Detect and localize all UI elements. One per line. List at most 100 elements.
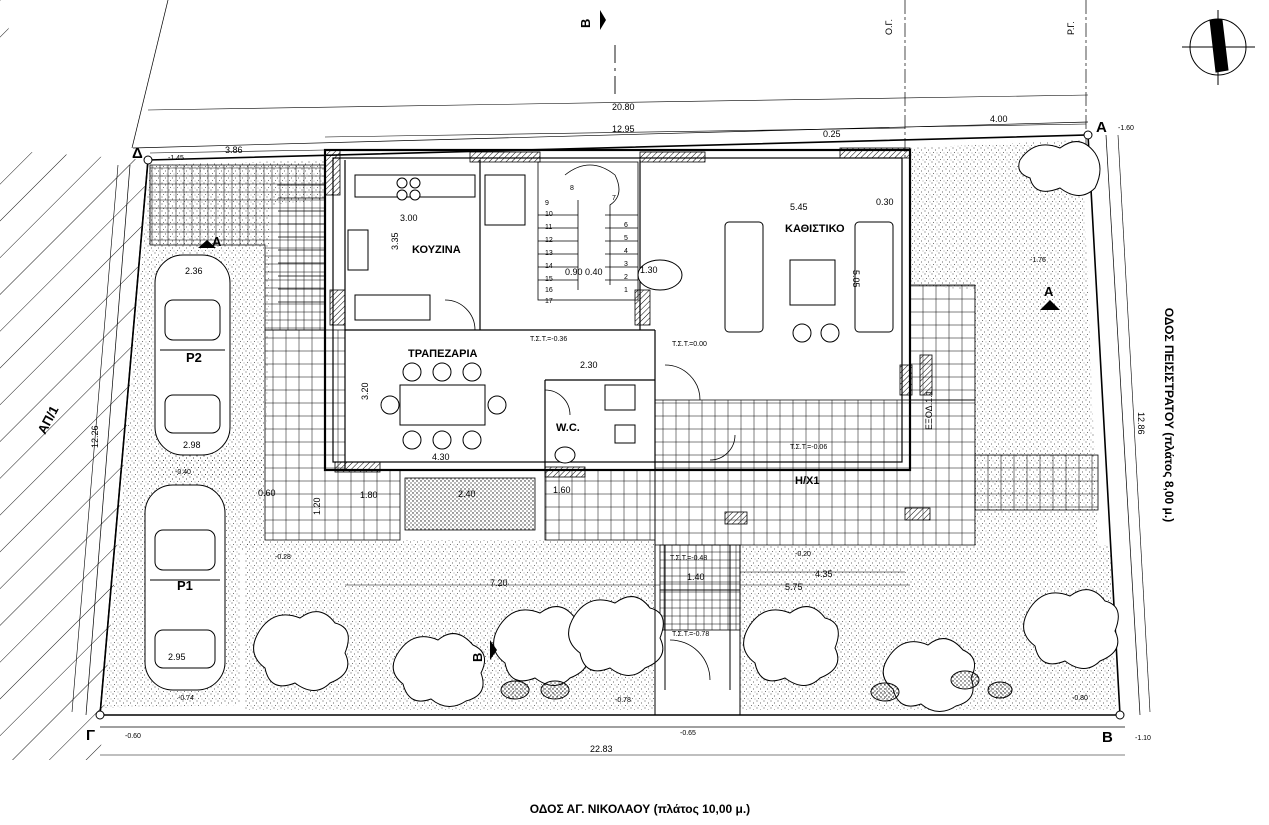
step-5: 5 [624,235,628,242]
room-wc: W.C. [556,422,580,434]
coffee-table [789,259,836,306]
dim-hall-w: 2.30 [580,360,598,370]
level-b: -1.10 [1135,735,1151,742]
level-040: -0.40 [175,469,191,476]
step-8: 8 [570,185,574,192]
level-028: -0.28 [275,554,291,561]
north-arrow-icon [1182,10,1255,85]
dim-stair-b: 0.40 [585,267,603,277]
furniture [347,174,894,464]
step-6: 6 [624,222,628,229]
level-d: -1.45 [168,155,184,162]
level-tst-006: Τ.Σ.Τ.=-0.06 [790,444,827,451]
dim-030: 0.30 [876,197,894,207]
dim-dining-w: 4.30 [432,452,450,462]
street-south: ΟΔΟΣ ΑΓ. ΝΙΚΟΛΑΟΥ (πλάτος 10,00 μ.) [530,802,750,816]
step-15: 15 [545,276,553,283]
room-dining: ΤΡΑΠΕΖΑΡΙΑ [408,348,478,360]
exit-label: ΕΞΟΔ.1.1 [924,390,934,430]
dim-garden-a: 7.20 [490,578,508,588]
dim-garden-b: 5.75 [785,582,803,592]
step-3: 3 [624,261,628,268]
trees [253,141,1119,712]
room-living: ΚΑΘΙΣΤΙΚΟ [785,223,845,235]
section-a-right: Α [1044,284,1054,299]
level-074: -0.74 [178,695,194,702]
step-2: 2 [624,274,628,281]
level-065: -0.65 [680,730,696,737]
car-p2 [154,254,231,456]
street-east: ΟΔΟΣ ΠΕΙΣΙΣΤΡΑΤΟΥ (πλάτος 8,00 μ.) [1162,308,1176,522]
dim-stair-a: 0.90 [565,267,583,277]
dimension-lines [71,94,1151,756]
line-rg: Ρ.Γ. [1066,21,1076,35]
entry-path [654,540,741,715]
dim-car-w3: 2.95 [168,652,186,662]
corner-b: Β [1102,729,1113,746]
corner-d: Δ [132,145,143,162]
corner-a: Α [1096,119,1107,136]
section-b-bottom: Β [470,653,485,662]
level-a: -1.60 [1118,125,1134,132]
dim-left-side: 12.26 [90,425,100,448]
doors [444,299,736,681]
dim-entry-w: 1.40 [687,572,705,582]
dim-living-h: 5.05 [851,270,861,288]
step-4: 4 [624,248,628,255]
dim-bottom-total: 22.83 [590,744,613,754]
dim-kitchen-w: 3.00 [400,213,418,223]
parking-p1: P1 [177,578,193,593]
level-078b: -0.78 [615,697,631,704]
dim-top-left: 3.86 [225,145,243,155]
dim-top-total: 20.80 [612,102,635,112]
level-080: -0.80 [1072,695,1088,702]
level-g: -0.60 [125,733,141,740]
parking-p2: P2 [186,350,202,365]
step-9: 9 [545,200,549,207]
section-arrows [198,10,1060,660]
sofa-right [854,221,894,333]
dim-dining-h: 3.20 [360,382,370,400]
step-16: 16 [545,287,553,294]
step-14: 14 [545,263,553,270]
level-tst-078: Τ.Σ.Τ.=-0.78 [672,631,709,638]
dim-060: 0.60 [258,488,276,498]
dim-car-w1: 2.36 [185,266,203,276]
section-a-left: Α [212,234,222,249]
level-tst-048: Τ.Σ.Τ.=-0.48 [670,555,707,562]
car-p1 [144,484,226,691]
sofa-left [724,221,764,333]
step-17: 17 [545,298,553,305]
dim-stair-c: 1.30 [640,265,658,275]
corner-g: Γ [86,727,95,744]
level-020: -0.20 [795,551,811,558]
level-tst-000: Τ.Σ.Τ.=0.00 [672,341,707,348]
step-7: 7 [612,195,616,202]
step-10: 10 [545,211,553,218]
dim-right-side: 12.86 [1136,412,1146,435]
dining-table [399,384,486,426]
dim-kitchen-h: 3.35 [390,232,400,250]
room-kitchen: ΚΟΥΖΙΝΑ [412,244,461,256]
step-1: 1 [624,287,628,294]
room-hx: Η/Χ1 [795,475,819,487]
tiled-terraces [149,164,1099,631]
corner-markers [95,130,1125,720]
dim-garden-c: 4.35 [815,569,833,579]
dim-025: 0.25 [823,129,841,139]
staircase [278,161,639,303]
dim-top-building: 12.95 [612,124,635,134]
dim-car-w2: 2.98 [183,440,201,450]
step-11: 11 [545,224,552,231]
level-tst-036: Τ.Σ.Τ.=-0.36 [530,336,567,343]
step-12: 12 [545,237,553,244]
dim-120: 1.20 [312,497,322,515]
fridge [484,174,526,226]
step-13: 13 [545,250,553,257]
dim-160: 1.60 [553,485,571,495]
wall-hatches [324,147,933,525]
dim-180: 1.80 [360,490,378,500]
line-og: Ο.Γ. [884,19,894,35]
section-b-top: Β [578,19,593,28]
